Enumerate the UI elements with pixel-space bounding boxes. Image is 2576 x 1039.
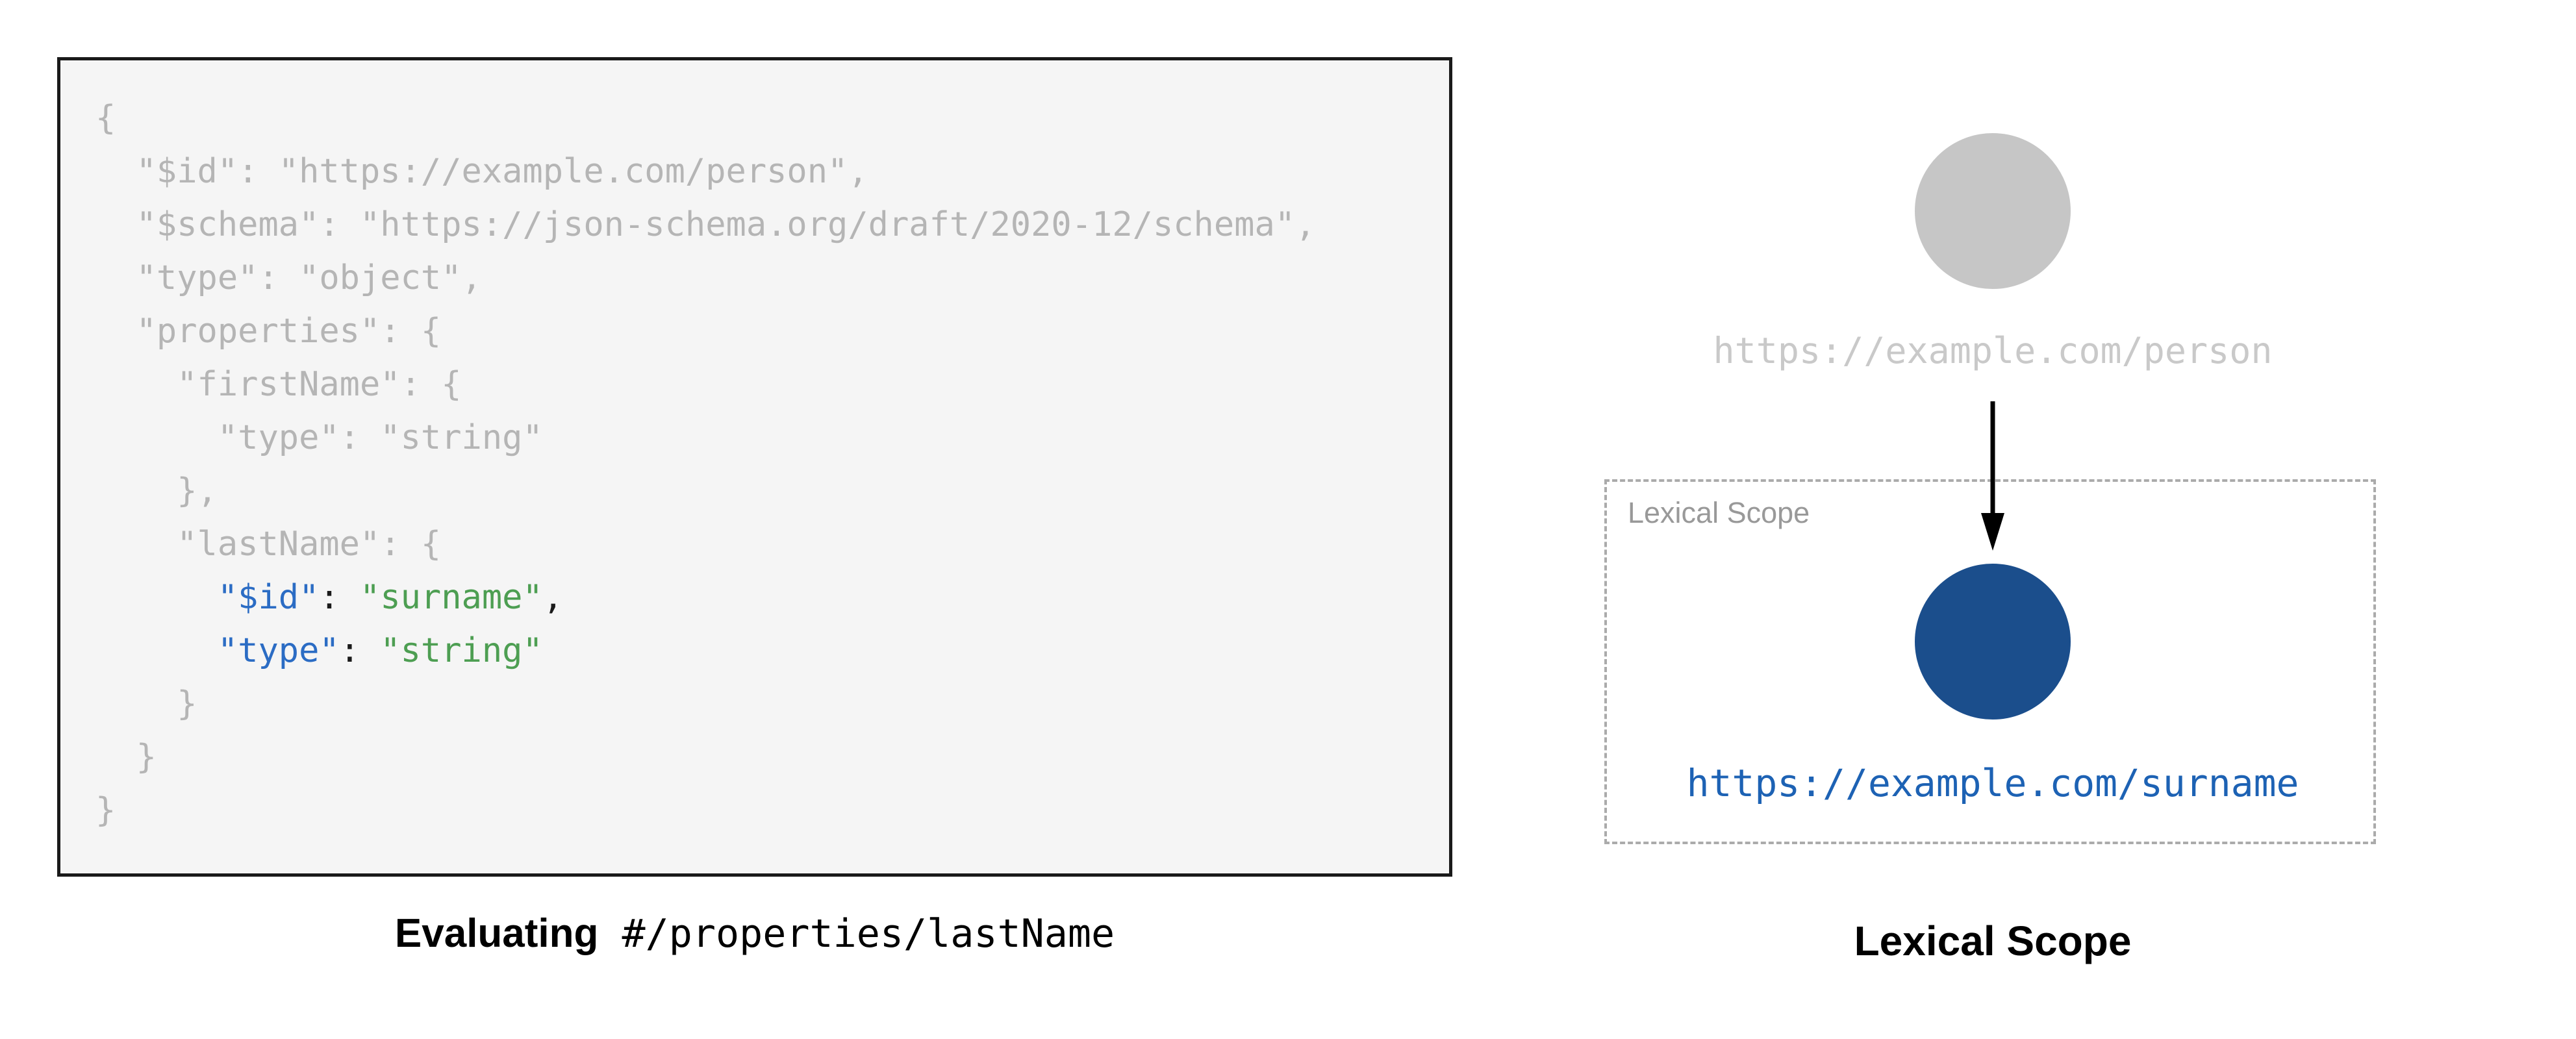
code-token: "$schema": "https://json-schema.org/draf… xyxy=(95,205,1316,244)
code-token: "type" xyxy=(217,631,340,670)
code-token: : xyxy=(319,578,360,617)
code-line: "properties": { xyxy=(95,305,1449,358)
code-line: } xyxy=(95,731,1449,784)
code-token xyxy=(95,578,218,617)
evaluating-caption: Evaluating #/properties/lastName xyxy=(57,910,1452,957)
code-token xyxy=(95,631,218,670)
code-line: "type": "string" xyxy=(95,411,1449,464)
code-line: } xyxy=(95,677,1449,731)
code-line: "lastName": { xyxy=(95,518,1449,571)
code-token: }, xyxy=(95,471,218,510)
parent-schema-url: https://example.com/person xyxy=(1713,330,2273,371)
code-token: "type": "string" xyxy=(95,418,543,457)
code-line: "$id": "surname", xyxy=(95,571,1449,624)
down-arrow-icon xyxy=(1981,401,2004,551)
child-schema-url: https://example.com/surname xyxy=(1686,761,2299,805)
parent-schema-node-circle xyxy=(1915,133,2071,289)
code-token: "$id" xyxy=(217,578,320,617)
code-line: { xyxy=(95,92,1449,145)
code-line: }, xyxy=(95,464,1449,518)
code-line: "type": "string" xyxy=(95,624,1449,677)
code-token: { xyxy=(95,99,116,138)
code-token: } xyxy=(95,684,197,723)
lexical-scope-box: Lexical Scope xyxy=(1604,479,2376,844)
child-schema-node-circle xyxy=(1915,564,2071,720)
code-token: } xyxy=(95,738,157,777)
code-line: "firstName": { xyxy=(95,358,1449,411)
code-token: , xyxy=(542,578,564,617)
code-token: "$id": "https://example.com/person", xyxy=(95,152,868,191)
evaluating-caption-path: #/properties/lastName xyxy=(598,911,1115,957)
code-token: } xyxy=(95,791,116,830)
code-token: "surname" xyxy=(360,578,543,617)
lexical-scope-caption: Lexical Scope xyxy=(1854,918,2132,964)
code-line: "$schema": "https://json-schema.org/draf… xyxy=(95,198,1449,251)
code-token: "firstName": { xyxy=(95,365,462,404)
code-block: { "$id": "https://example.com/person", "… xyxy=(60,60,1449,837)
code-token: "type": "object", xyxy=(95,258,482,297)
code-token: "string" xyxy=(380,631,543,670)
lexical-scope-box-label: Lexical Scope xyxy=(1628,496,1810,529)
code-token: : xyxy=(339,631,381,670)
json-schema-code-panel: { "$id": "https://example.com/person", "… xyxy=(57,57,1452,877)
code-line: "type": "object", xyxy=(95,251,1449,305)
code-line: } xyxy=(95,784,1449,837)
code-token: "properties": { xyxy=(95,312,442,351)
code-token: "lastName": { xyxy=(95,525,442,564)
code-line: "$id": "https://example.com/person", xyxy=(95,145,1449,198)
evaluating-caption-bold: Evaluating xyxy=(394,911,599,956)
